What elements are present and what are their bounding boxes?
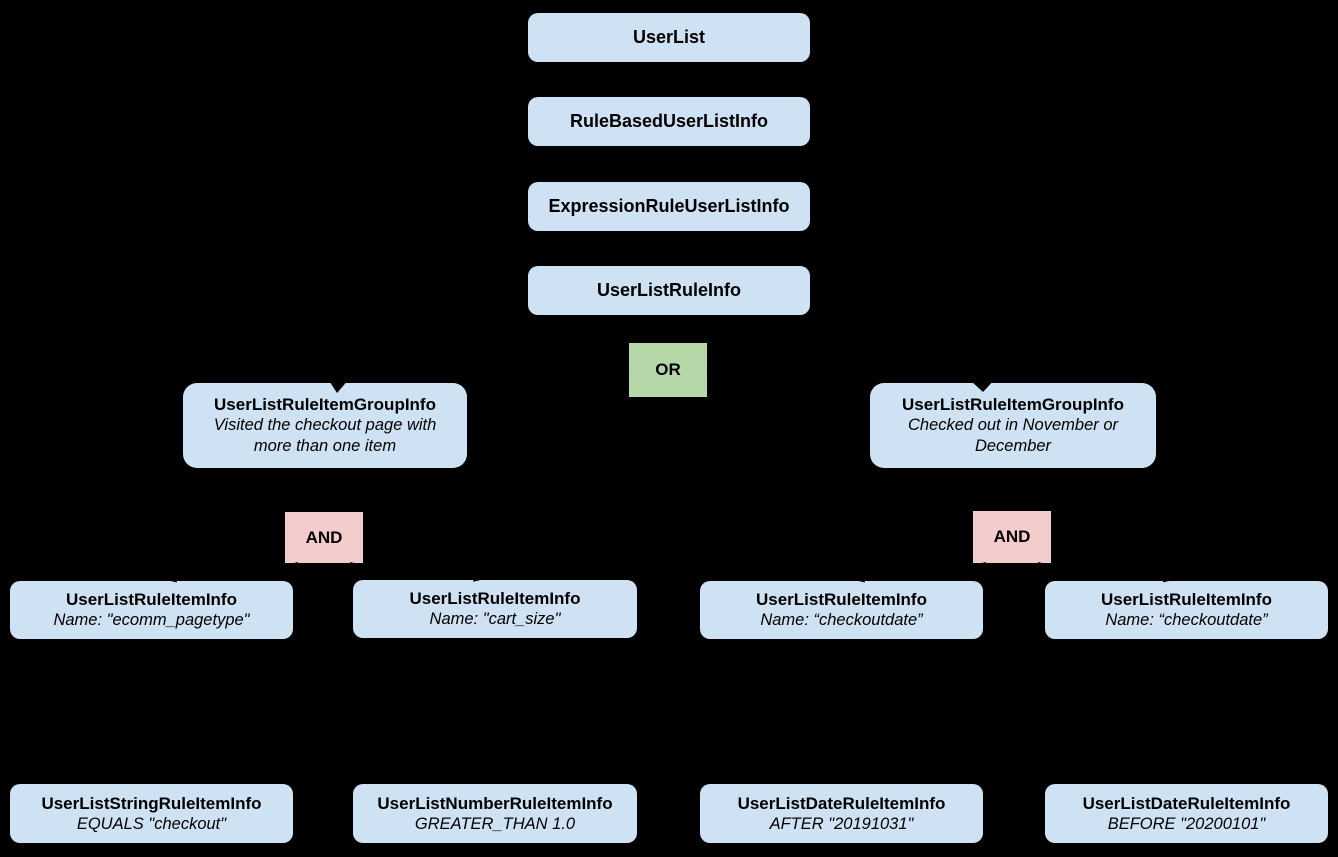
- node-description: AFTER "20191031": [769, 814, 914, 833]
- node-user-list: UserList: [528, 13, 810, 62]
- node-description: GREATER_THAN 1.0: [414, 814, 576, 833]
- node-title: UserListDateRuleItemInfo: [1082, 793, 1291, 813]
- node-title: ExpressionRuleUserListInfo: [548, 196, 790, 216]
- edge-or-group-left: [337, 344, 630, 383]
- edge-group-right-and: [1004, 467, 1021, 510]
- node-description: Name: “checkoutdate”: [760, 611, 923, 629]
- node-description: Name: "cart_size": [429, 610, 561, 628]
- or-operator-box: OR: [629, 343, 707, 397]
- node-title: UserListDateRuleItemInfo: [737, 793, 946, 813]
- node-rule-based-user-list-info: RuleBasedUserListInfo: [528, 97, 810, 146]
- edge-or-group-right: [706, 344, 992, 381]
- node-string-rule-item-info: UserListStringRuleItemInfo EQUALS "check…: [10, 784, 293, 843]
- edge-and-left-item2: [349, 562, 494, 582]
- node-date-rule-item-info-after: UserListDateRuleItemInfo AFTER "20191031…: [700, 784, 983, 843]
- node-title: UserListRuleInfo: [596, 280, 742, 300]
- node-title: UserList: [632, 27, 706, 47]
- node-title: UserListRuleItemGroupInfo: [214, 395, 436, 414]
- node-title: RuleBasedUserListInfo: [569, 111, 769, 131]
- node-date-rule-item-info-before: UserListDateRuleItemInfo BEFORE "2020010…: [1045, 784, 1328, 843]
- edge-and-right-item3: [844, 562, 987, 583]
- node-title: UserListRuleItemInfo: [1101, 590, 1272, 609]
- node-title: UserListRuleItemGroupInfo: [902, 395, 1124, 414]
- node-user-list-rule-info: UserListRuleInfo: [528, 266, 810, 315]
- node-description: BEFORE "20200101": [1107, 814, 1266, 833]
- node-title: UserListStringRuleItemInfo: [41, 793, 262, 813]
- node-rule-item-ecomm-pagetype: UserListRuleItemInfo Name: "ecomm_pagety…: [10, 581, 293, 639]
- node-title: UserListRuleItemInfo: [409, 589, 581, 608]
- operator-label: OR: [655, 360, 681, 379]
- node-description: EQUALS "checkout": [76, 814, 227, 833]
- node-rule-item-checkoutdate-2: UserListRuleItemInfo Name: “checkoutdate…: [1045, 581, 1328, 639]
- node-title: UserListNumberRuleItemInfo: [377, 793, 613, 813]
- and-operator-left-box: AND: [285, 512, 363, 563]
- node-expression-rule-user-list-info: ExpressionRuleUserListInfo: [528, 182, 810, 231]
- node-description: Checked out in November or December: [907, 416, 1119, 455]
- node-rule-item-group-left: UserListRuleItemGroupInfo Visited the ch…: [183, 383, 467, 468]
- edge-and-left-item1: [156, 562, 299, 583]
- operator-label: AND: [993, 527, 1031, 546]
- operator-label: AND: [305, 527, 343, 547]
- edge-and-right-item4: [1037, 562, 1184, 583]
- node-description: Visited the checkout page with more than…: [213, 416, 437, 455]
- node-number-rule-item-info: UserListNumberRuleItemInfo GREATER_THAN …: [353, 784, 637, 843]
- node-rule-item-group-right: UserListRuleItemGroupInfo Checked out in…: [870, 383, 1156, 468]
- and-operator-right-box: AND: [973, 511, 1051, 563]
- node-description: Name: “checkoutdate”: [1105, 611, 1268, 629]
- node-description: Name: "ecomm_pagetype": [53, 611, 250, 629]
- node-rule-item-cart-size: UserListRuleItemInfo Name: "cart_size": [353, 580, 637, 638]
- node-title: UserListRuleItemInfo: [756, 590, 927, 609]
- node-rule-item-checkoutdate-1: UserListRuleItemInfo Name: “checkoutdate…: [700, 581, 983, 639]
- node-title: UserListRuleItemInfo: [66, 590, 237, 609]
